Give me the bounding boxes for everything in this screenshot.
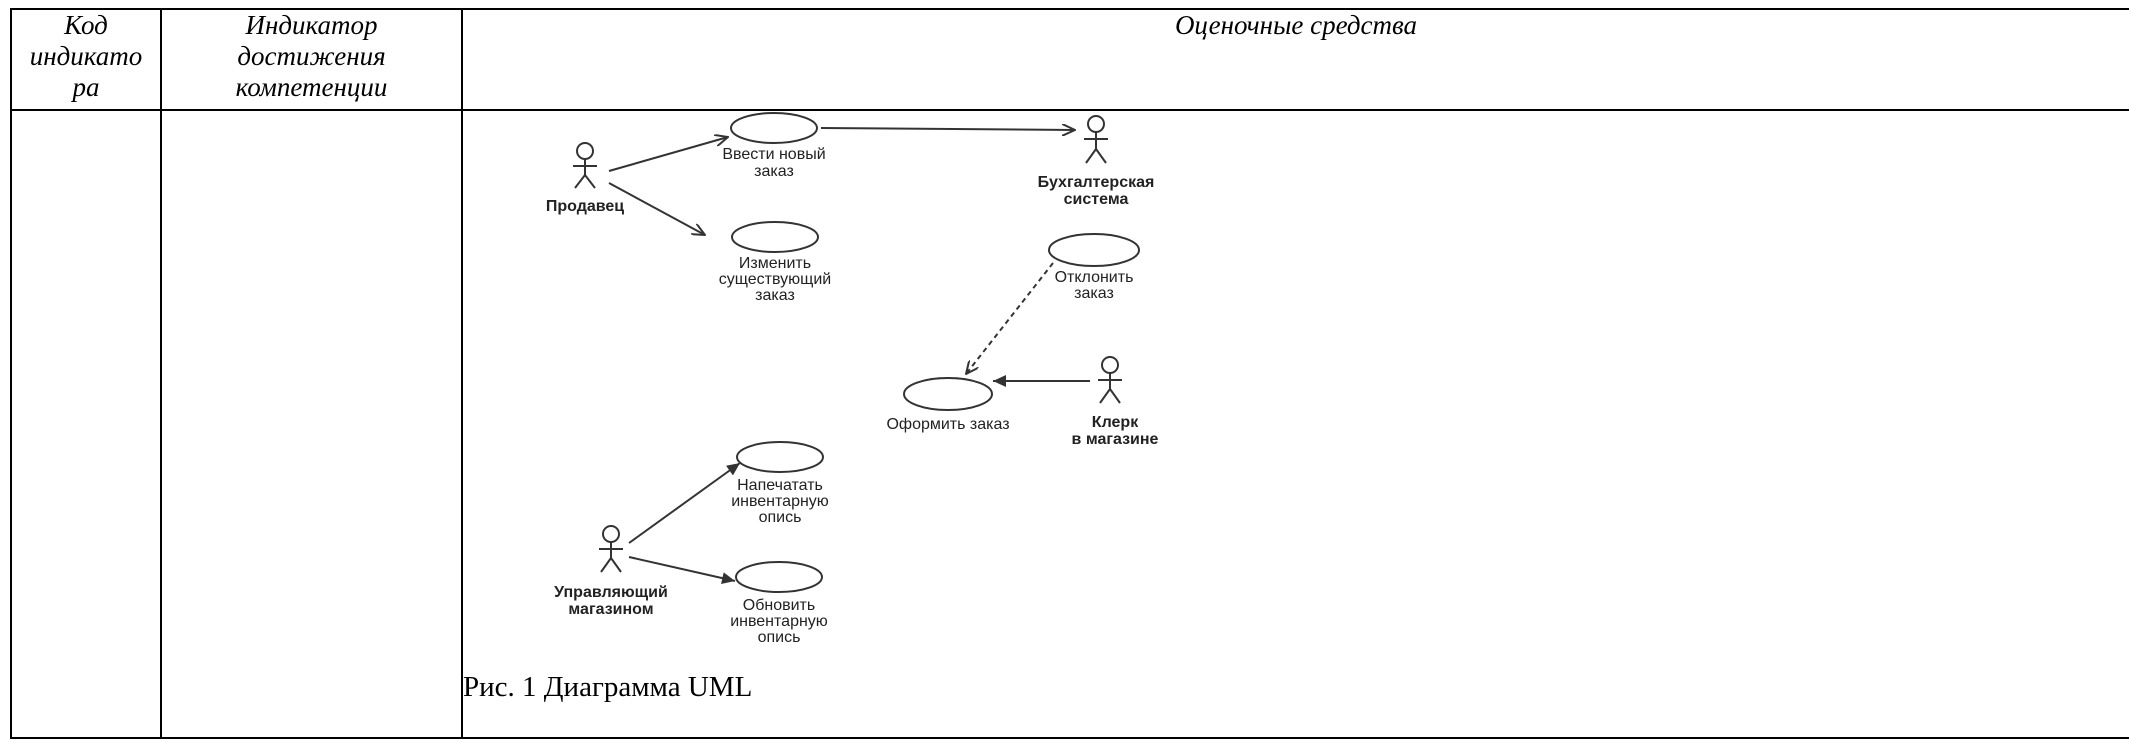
- header-indicator-line1: Индикатор: [245, 10, 378, 40]
- usecase-change-order: [731, 221, 819, 253]
- header-code: Код индикато ра: [10, 8, 162, 111]
- assessment-table: Код индикато ра Индикатор достижения ком…: [10, 8, 2129, 739]
- actor-clerk: [1098, 356, 1122, 404]
- usecase-new-order-line2: заказ: [754, 163, 794, 180]
- usecase-print-inventory: [736, 441, 824, 473]
- header-code-line1: Код: [64, 10, 108, 40]
- header-tools: Оценочные средства: [461, 8, 2129, 111]
- usecase-print-inventory-line1: Напечатать: [737, 477, 823, 494]
- assoc-manager-update-inventory: [628, 556, 736, 584]
- usecase-new-order: [730, 112, 818, 144]
- assoc-new-order-accounting: [820, 128, 1075, 130]
- actor-accounting-line1: Бухгалтерская: [1038, 174, 1155, 191]
- usecase-new-order-line1: Ввести новый: [722, 146, 825, 163]
- actor-manager-line2: магазином: [568, 601, 653, 618]
- header-code-line2: индикато: [29, 41, 143, 71]
- figure-caption: Рис. 1 Диаграмма UML: [463, 671, 753, 703]
- header-indicator-line2: достижения: [237, 41, 386, 71]
- cell-code: [10, 109, 162, 739]
- actor-seller: [573, 142, 597, 189]
- usecase-place-order: [903, 377, 993, 411]
- usecase-print-inventory-line2: инвентарную: [731, 493, 829, 510]
- uml-diagram: Продавец Ввести новый заказ Изменить сущ…: [546, 112, 1159, 646]
- usecase-reject-order-line1: Отклонить: [1055, 269, 1134, 286]
- usecase-change-order-line2: существующий: [719, 271, 831, 288]
- usecase-update-inventory-line1: Обновить: [743, 597, 815, 614]
- header-code-line3: ра: [72, 72, 100, 102]
- usecase-place-order-label: Оформить заказ: [886, 416, 1009, 433]
- header-indicator-line3: компетенции: [235, 72, 388, 102]
- actor-clerk-line2: в магазине: [1072, 431, 1159, 448]
- actor-manager: [599, 525, 623, 573]
- actor-clerk-line1: Клерк: [1092, 414, 1139, 431]
- usecase-update-inventory-line3: опись: [758, 629, 801, 646]
- assoc-manager-print-inventory: [628, 462, 741, 544]
- usecase-change-order-line1: Изменить: [739, 255, 811, 272]
- header-indicator: Индикатор достижения компетенции: [160, 8, 463, 111]
- body-row: Продавец Ввести новый заказ Изменить сущ…: [10, 109, 2129, 739]
- actor-seller-label: Продавец: [546, 198, 624, 215]
- usecase-update-inventory-line2: инвентарную: [730, 613, 828, 630]
- usecase-update-inventory: [735, 561, 823, 593]
- header-row: Код индикато ра Индикатор достижения ком…: [10, 8, 2129, 111]
- dependency-reject-place: [966, 262, 1054, 374]
- actor-accounting-line2: система: [1064, 191, 1129, 208]
- actor-manager-line1: Управляющий: [554, 584, 668, 601]
- usecase-reject-order: [1048, 233, 1140, 267]
- assoc-seller-change-order: [608, 182, 705, 235]
- uml-figure: Продавец Ввести новый заказ Изменить сущ…: [463, 111, 2129, 737]
- usecase-change-order-line3: заказ: [755, 287, 795, 304]
- cell-tools: Продавец Ввести новый заказ Изменить сущ…: [461, 109, 2129, 739]
- usecase-print-inventory-line3: опись: [759, 509, 802, 526]
- cell-indicator: [160, 109, 463, 739]
- actor-accounting: [1084, 115, 1108, 164]
- usecase-reject-order-line2: заказ: [1074, 285, 1114, 302]
- assoc-seller-new-order: [608, 137, 728, 172]
